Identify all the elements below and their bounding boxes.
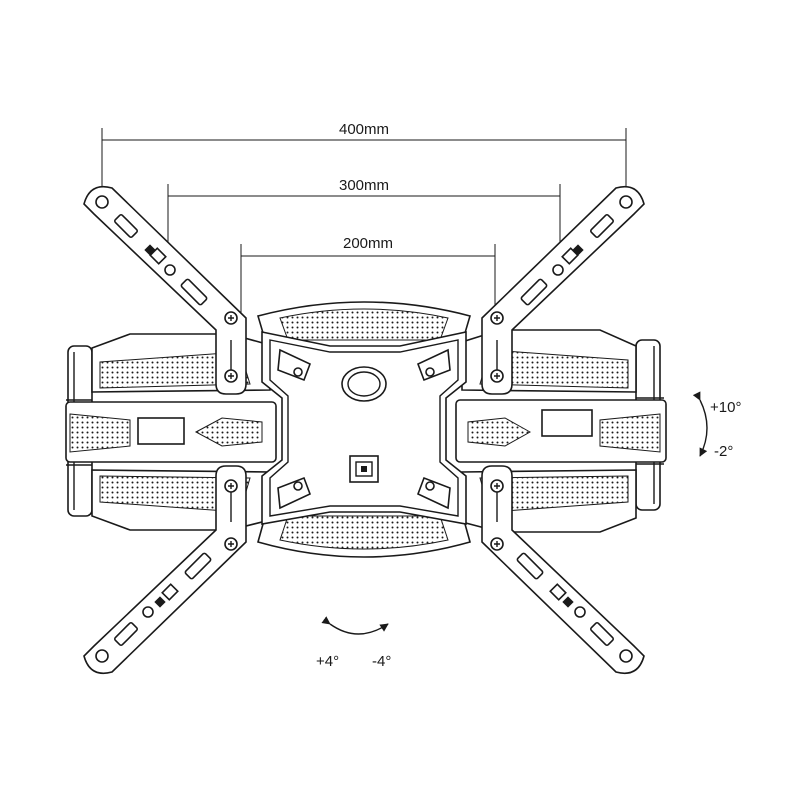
bracket-arm-upper-left	[83, 185, 247, 395]
bracket-arm-upper-right	[481, 185, 645, 395]
center-hub	[257, 301, 471, 558]
swivel-right-label: -4°	[372, 653, 391, 670]
swivel-indicator: +4° -4°	[316, 616, 391, 670]
swivel-arrow-icon	[321, 616, 389, 635]
dimension-400-label: 400mm	[339, 121, 389, 138]
tilt-arrow-icon	[692, 391, 708, 457]
tilt-down-label: -2°	[714, 443, 733, 460]
dimension-300mm: 300mm	[167, 177, 561, 268]
bracket-arm-lower-left	[83, 465, 247, 675]
tilt-up-label: +10°	[710, 399, 741, 416]
swivel-left-label: +4°	[316, 653, 339, 670]
dimension-400mm: 400mm	[101, 121, 627, 210]
dimension-200mm: 200mm	[240, 235, 496, 318]
dimension-300-label: 300mm	[339, 177, 389, 194]
dimension-200-label: 200mm	[343, 235, 393, 252]
tilt-indicator: +10° -2°	[692, 391, 741, 460]
bracket-arm-lower-right	[481, 465, 645, 675]
